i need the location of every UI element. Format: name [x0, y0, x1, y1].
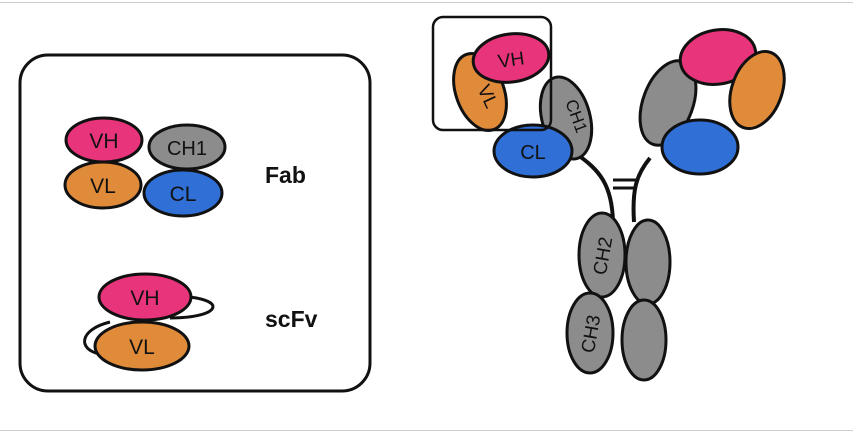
- ch3-right-domain: [620, 298, 668, 382]
- fab-fragment: VH CH1 VL CL: [63, 116, 227, 218]
- fab-title: Fab: [265, 162, 306, 188]
- scfv-title: scFv: [265, 306, 318, 332]
- right-vl-domain: [728, 49, 786, 131]
- fab-cl-label: CL: [170, 183, 197, 206]
- right-cl-domain: [660, 118, 740, 176]
- fragment-panel: [18, 53, 372, 393]
- hinge-left: [573, 151, 615, 223]
- fab-vh-label: VH: [89, 130, 118, 153]
- left-cl-domain: [492, 123, 574, 179]
- fv-highlight-box: [431, 15, 553, 132]
- scfv-vh-domain: [97, 272, 193, 322]
- ch2-right-domain: [624, 218, 672, 306]
- antibody-vh-label: VH: [497, 48, 526, 72]
- ch3-left-domain: [565, 291, 615, 375]
- scfv-vl-label: VL: [129, 336, 155, 359]
- fab-ch1-label: CH1: [167, 138, 207, 160]
- fab-vl-label: VL: [90, 175, 116, 198]
- full-antibody: CH2 CH3 VH VL CH1 CL: [431, 15, 786, 382]
- scfv-vl-domain: [93, 320, 191, 372]
- top-divider: [0, 2, 853, 3]
- fab-cl-domain: [142, 168, 224, 218]
- scfv-linker-left: [83, 320, 111, 356]
- left-vh-domain: [471, 32, 551, 84]
- bottom-divider: [0, 430, 853, 431]
- hinge-right: [631, 156, 652, 223]
- scfv-vh-label: VH: [130, 287, 159, 310]
- scfv-fragment: VH VL: [83, 272, 215, 372]
- fab-vl-domain: [63, 160, 143, 210]
- antibody-cl-label: CL: [520, 142, 546, 164]
